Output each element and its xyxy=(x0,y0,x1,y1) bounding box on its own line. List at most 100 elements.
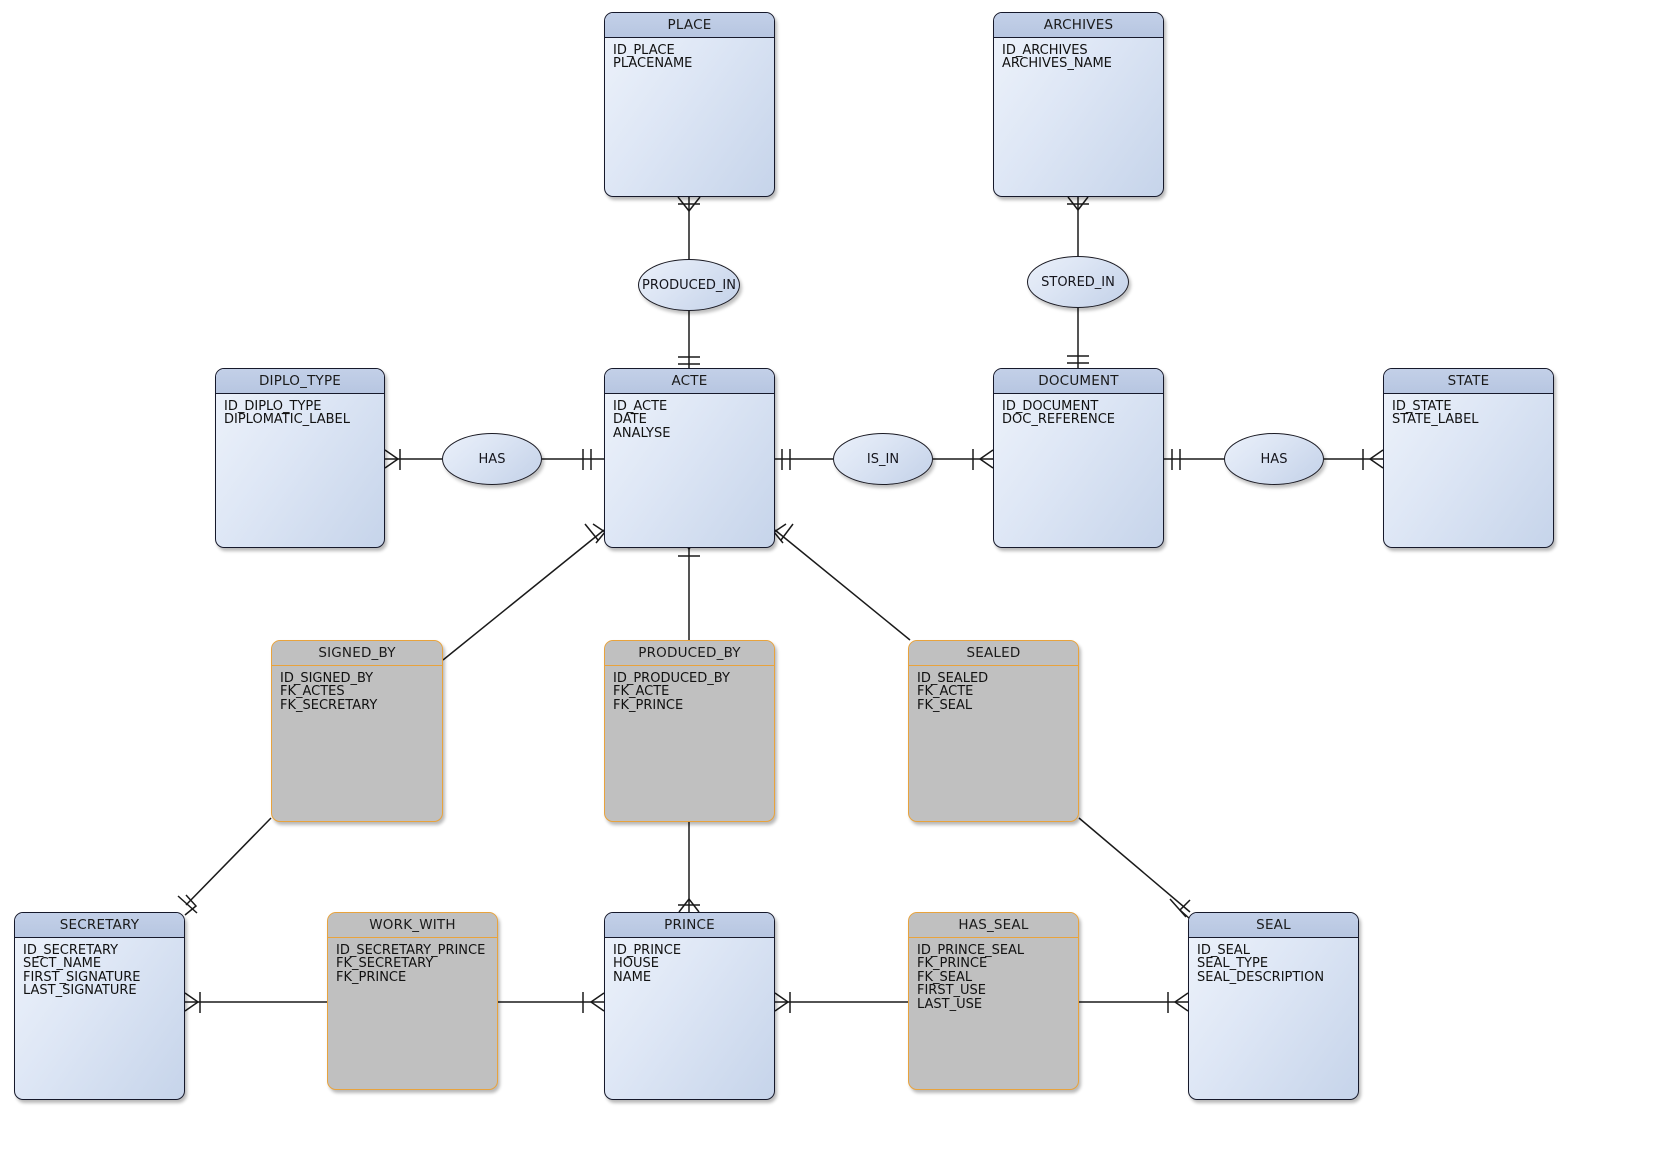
attribute: ARCHIVES_NAME xyxy=(1002,56,1112,72)
connector-signed_by-secretary xyxy=(185,817,272,906)
crowfoot-prince-right xyxy=(774,992,790,1012)
tick-acte-signed_by xyxy=(584,523,599,541)
entity-title-acte: ACTE xyxy=(605,369,774,394)
relationship-produced_in[interactable]: PRODUCED_IN xyxy=(638,259,740,311)
entity-title-work_with: WORK_WITH xyxy=(328,913,497,938)
crowfoot-state xyxy=(1368,449,1384,469)
attribute: ID_DOCUMENT xyxy=(1002,399,1099,414)
attribute: FIRST_USE xyxy=(917,983,987,999)
crowfoot-secretary-diag xyxy=(184,894,198,916)
entity-title-diplo_type: DIPLO_TYPE xyxy=(216,369,384,394)
connector-sealed-seal xyxy=(1078,817,1191,913)
attribute: ID_SEALED xyxy=(917,671,989,686)
attribute: FK_PRINCE xyxy=(917,956,988,972)
attribute: ID_PRODUCED_BY xyxy=(613,671,730,686)
attribute: ID_PLACE xyxy=(613,43,675,58)
attribute: FK_SEAL xyxy=(917,969,973,985)
attribute: SEAL_DESCRIPTION xyxy=(1197,969,1325,985)
attribute: LAST_SIGNATURE xyxy=(23,983,137,999)
attribute: ID_SECRETARY xyxy=(23,943,119,958)
attribute: ID_SECRETARY_PRINCE xyxy=(336,943,486,958)
connector-acte-sealed xyxy=(774,529,911,641)
crowfoot-acte-sealed xyxy=(772,523,787,544)
attribute: ID_SIGNED_BY xyxy=(280,671,374,686)
attribute: FK_SECRETARY xyxy=(280,697,378,713)
relationship-has_state[interactable]: HAS xyxy=(1224,433,1324,485)
entity-title-seal: SEAL xyxy=(1189,913,1358,938)
attribute: ID_DIPLO_TYPE xyxy=(224,399,322,414)
attribute: ID_PRINCE xyxy=(613,943,682,958)
entity-title-produced_by: PRODUCED_BY xyxy=(605,641,774,666)
relationship-has_diplo[interactable]: HAS xyxy=(442,433,542,485)
attribute: NAME xyxy=(613,969,652,985)
crowfoot-prince-top xyxy=(678,897,700,913)
attribute: FK_SECRETARY xyxy=(336,956,434,972)
attribute: DATE xyxy=(613,412,647,428)
tick-secretary-diag xyxy=(177,895,198,914)
attribute: ID_ARCHIVES xyxy=(1002,43,1088,58)
relationship-label: STORED_IN xyxy=(1041,274,1115,290)
attribute: STATE_LABEL xyxy=(1392,412,1479,428)
entity-title-has_seal: HAS_SEAL xyxy=(909,913,1078,938)
entity-title-secretary: SECRETARY xyxy=(15,913,184,938)
crowfoot-place xyxy=(677,196,701,213)
entity-title-signed_by: SIGNED_BY xyxy=(272,641,442,666)
entity-title-state: STATE xyxy=(1384,369,1553,394)
crowfoot-document-left xyxy=(978,449,994,469)
attribute: PLACENAME xyxy=(613,56,693,72)
relationship-label: PRODUCED_IN xyxy=(642,277,736,293)
entity-title-prince: PRINCE xyxy=(605,913,774,938)
relationship-is_in[interactable]: IS_IN xyxy=(833,433,933,485)
crowfoot-diplo_type xyxy=(384,449,400,469)
entity-title-document: DOCUMENT xyxy=(994,369,1163,394)
tick-seal-diag xyxy=(1169,898,1187,918)
attribute: HOUSE xyxy=(613,956,659,972)
attribute: FK_ACTE xyxy=(917,684,974,700)
attribute: ID_SEAL xyxy=(1197,943,1250,958)
attribute: SECT_NAME xyxy=(23,956,102,972)
crowfoot-secretary-right xyxy=(184,992,200,1012)
attribute: ID_ACTE xyxy=(613,399,668,414)
attribute: FK_PRINCE xyxy=(336,969,407,985)
attribute: LAST_USE xyxy=(917,996,983,1012)
connector-acte-signed_by xyxy=(442,529,605,661)
attribute: DOC_REFERENCE xyxy=(1002,412,1116,428)
relationship-label: HAS xyxy=(1260,451,1288,467)
attribute: ID_PRINCE_SEAL xyxy=(917,943,1025,958)
relationship-label: IS_IN xyxy=(866,451,900,467)
attribute: SEAL_TYPE xyxy=(1197,956,1269,972)
attribute: ANALYSE xyxy=(613,425,671,441)
crowfoot-prince-left xyxy=(589,992,605,1012)
crowfoot-seal-left xyxy=(1173,992,1189,1012)
relationship-stored_in[interactable]: STORED_IN xyxy=(1027,256,1129,308)
